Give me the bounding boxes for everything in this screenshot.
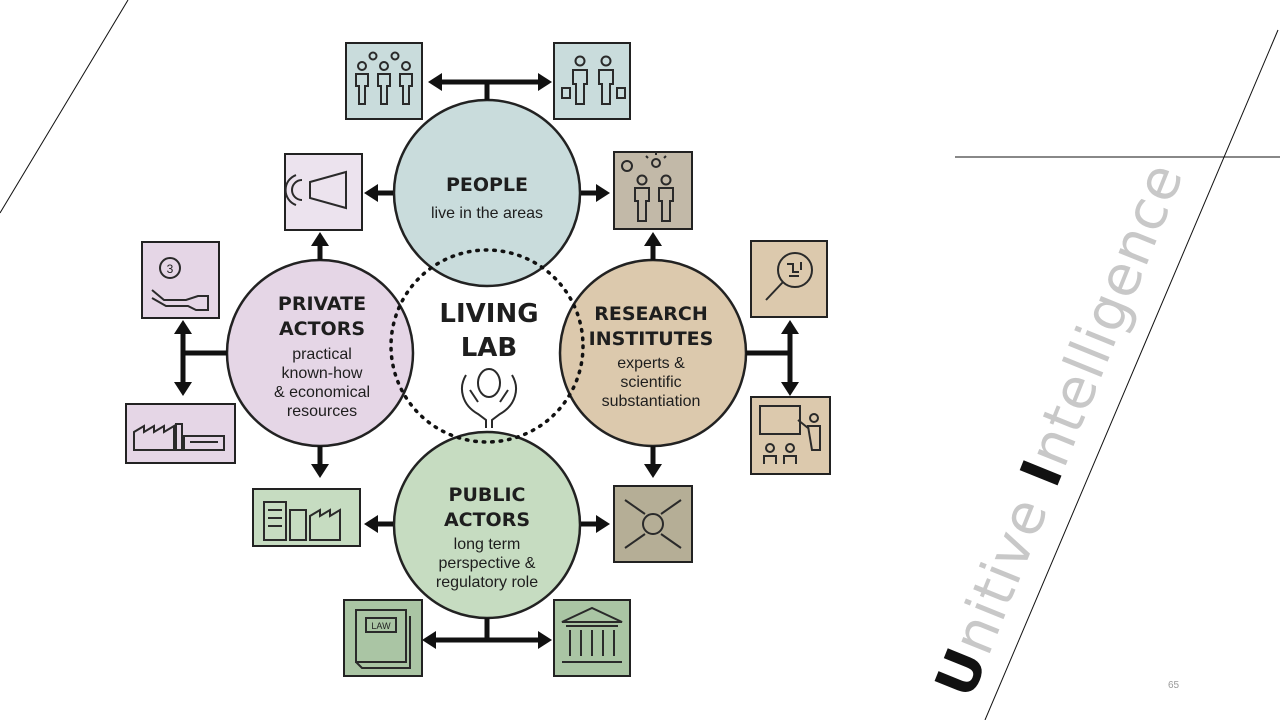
joined-hands-icon (613, 485, 693, 563)
public-sub-1: long term (454, 536, 521, 553)
magnifier-circuit-icon (750, 240, 828, 318)
deco-line-diagonal (984, 29, 1279, 720)
private-sub-4: resources (287, 403, 357, 420)
megaphone-icon (284, 153, 363, 231)
private-sub-1: practical (292, 346, 352, 363)
living-lab-title-line1: LIVING (439, 299, 538, 329)
people-title: PEOPLE (446, 174, 528, 196)
shoppers-icon (553, 42, 631, 120)
research-title-2: INSTITUTES (589, 328, 714, 350)
ideas-people-icon (613, 151, 693, 230)
page-number: 65 (1168, 680, 1180, 691)
research-title-1: RESEARCH (594, 303, 707, 325)
private-sub-3: & economical (274, 384, 370, 401)
hands-egg-icon (461, 368, 517, 428)
public-title-1: PUBLIC (449, 484, 526, 506)
public-title-2: ACTORS (444, 509, 530, 531)
law-book-icon: LAW (343, 599, 423, 677)
public-sub-3: regulatory role (436, 574, 538, 591)
government-building-icon (553, 599, 631, 677)
factory-icon (125, 403, 236, 464)
svg-text:3: 3 (167, 262, 174, 276)
private-title-1: PRIVATE (278, 293, 366, 315)
arrowheads (174, 73, 799, 649)
research-sub-3: substantiation (602, 393, 701, 410)
presentation-icon (750, 396, 831, 475)
connector-lines (180, 79, 793, 643)
city-buildings-icon (252, 488, 361, 547)
living-lab-dotted-circle (389, 248, 585, 444)
people-sub: live in the areas (431, 205, 543, 222)
public-sub-2: perspective & (439, 555, 536, 572)
research-sub-1: experts & (617, 355, 685, 372)
research-sub-2: scientific (620, 374, 681, 391)
residents-group-icon (345, 42, 423, 120)
private-title-2: ACTORS (279, 318, 365, 340)
research-circle (558, 258, 748, 448)
hand-coin-icon: 3 (141, 241, 220, 319)
private-sub-2: known-how (282, 365, 363, 382)
living-lab-diagram: LIVING LAB PEOPLE live in the areas RESE… (125, 42, 831, 677)
living-lab-title-line2: LAB (461, 333, 518, 363)
law-label: LAW (371, 621, 391, 631)
deco-line-left (0, 0, 129, 214)
